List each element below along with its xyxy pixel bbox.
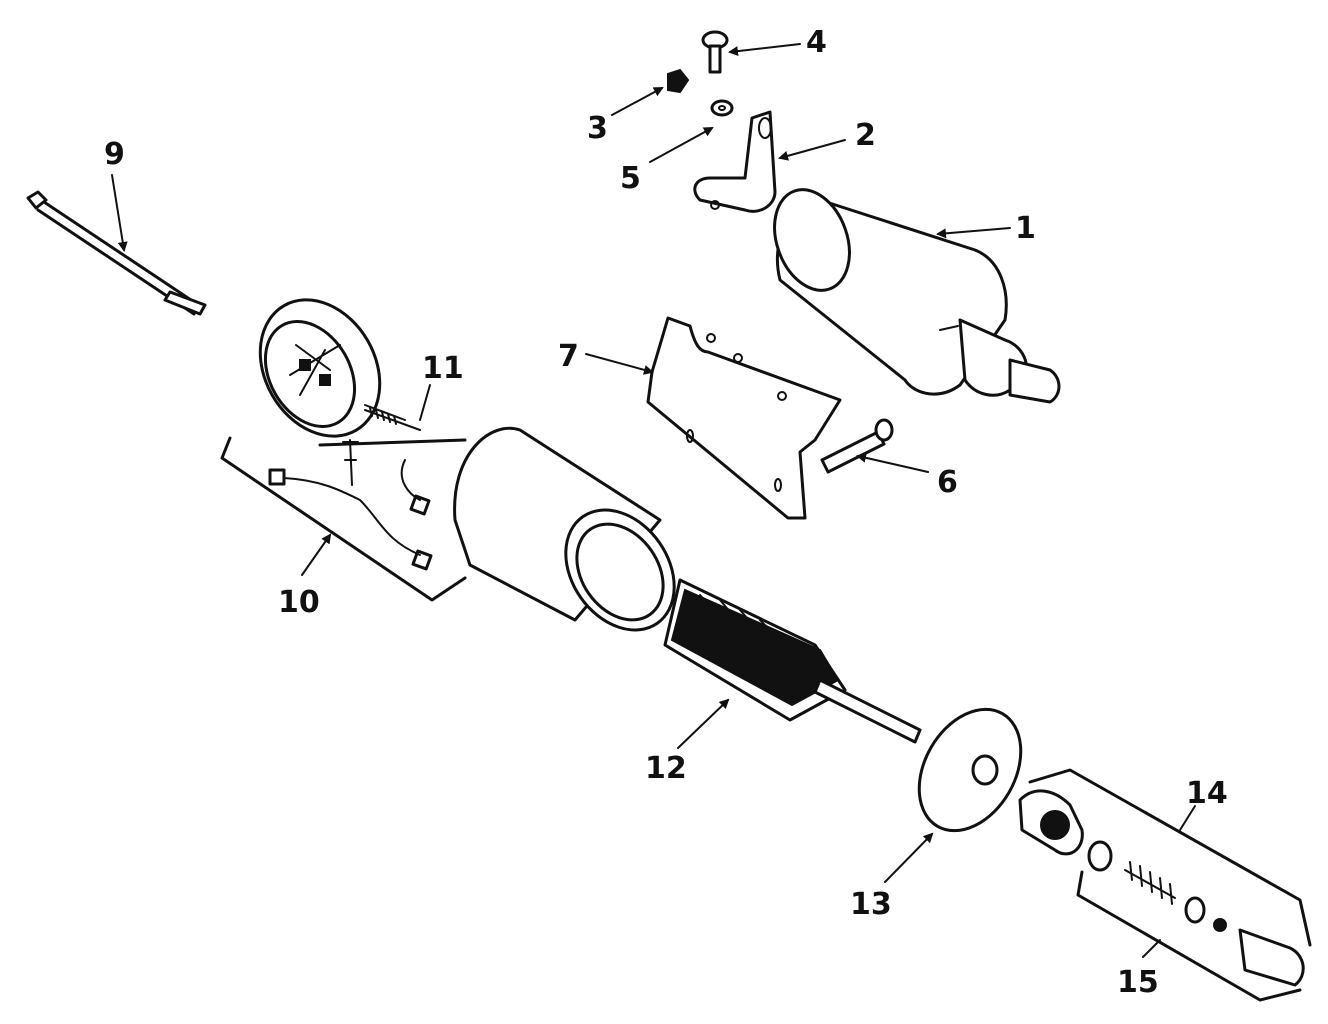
screw-part: [701, 30, 729, 74]
nut-part: [667, 68, 690, 94]
arrow-13: [884, 832, 934, 883]
arrow-9: [111, 174, 128, 252]
callout-5: 5: [620, 161, 641, 196]
arrow-6: [856, 452, 929, 473]
small-bracket-part: [693, 110, 777, 213]
callout-9: 9: [104, 137, 125, 172]
callout-10: 10: [278, 585, 320, 620]
callout-14: 14: [1186, 776, 1228, 811]
callout-labels: 1 2 3 4 5 6 7 9 10 11 12 13 14 15: [104, 25, 1228, 1000]
arrow-14: [1179, 805, 1196, 831]
arrow-1: [936, 227, 1011, 239]
callout-7: 7: [558, 339, 579, 374]
callout-2: 2: [855, 118, 876, 153]
callout-11: 11: [422, 351, 464, 386]
leader-arrows: [111, 43, 1196, 958]
arrow-3: [611, 87, 664, 116]
end-cap-part: [258, 298, 382, 438]
arrow-12: [677, 698, 730, 749]
brush-assembly-part: [220, 404, 467, 602]
callout-15: 15: [1117, 965, 1159, 1000]
starter-motor-part: [773, 188, 1061, 404]
callout-1: 1: [1015, 211, 1036, 246]
arrow-4: [728, 43, 801, 57]
housing-tube-part: [453, 426, 676, 632]
arrow-11: [419, 384, 431, 421]
callout-4: 4: [806, 25, 827, 60]
arrow-7: [585, 353, 654, 375]
mounting-bracket-part: [646, 316, 842, 520]
arrow-15: [1142, 939, 1161, 958]
bolt-part: [820, 418, 894, 474]
armature-part: [663, 578, 922, 744]
end-plate-part: [917, 707, 1023, 833]
drive-gear-part: [1018, 768, 1312, 947]
washer-part: [710, 99, 734, 117]
arrow-5: [649, 127, 714, 163]
brush-spring-part: [364, 404, 406, 425]
spring-retainer-part: [1076, 840, 1305, 1002]
callout-6: 6: [937, 465, 958, 500]
callout-12: 12: [645, 751, 687, 786]
callout-13: 13: [850, 887, 892, 922]
arrow-10: [301, 533, 332, 576]
callout-3: 3: [587, 111, 608, 146]
arrow-2: [778, 139, 846, 161]
through-bolt-part: [26, 190, 207, 316]
